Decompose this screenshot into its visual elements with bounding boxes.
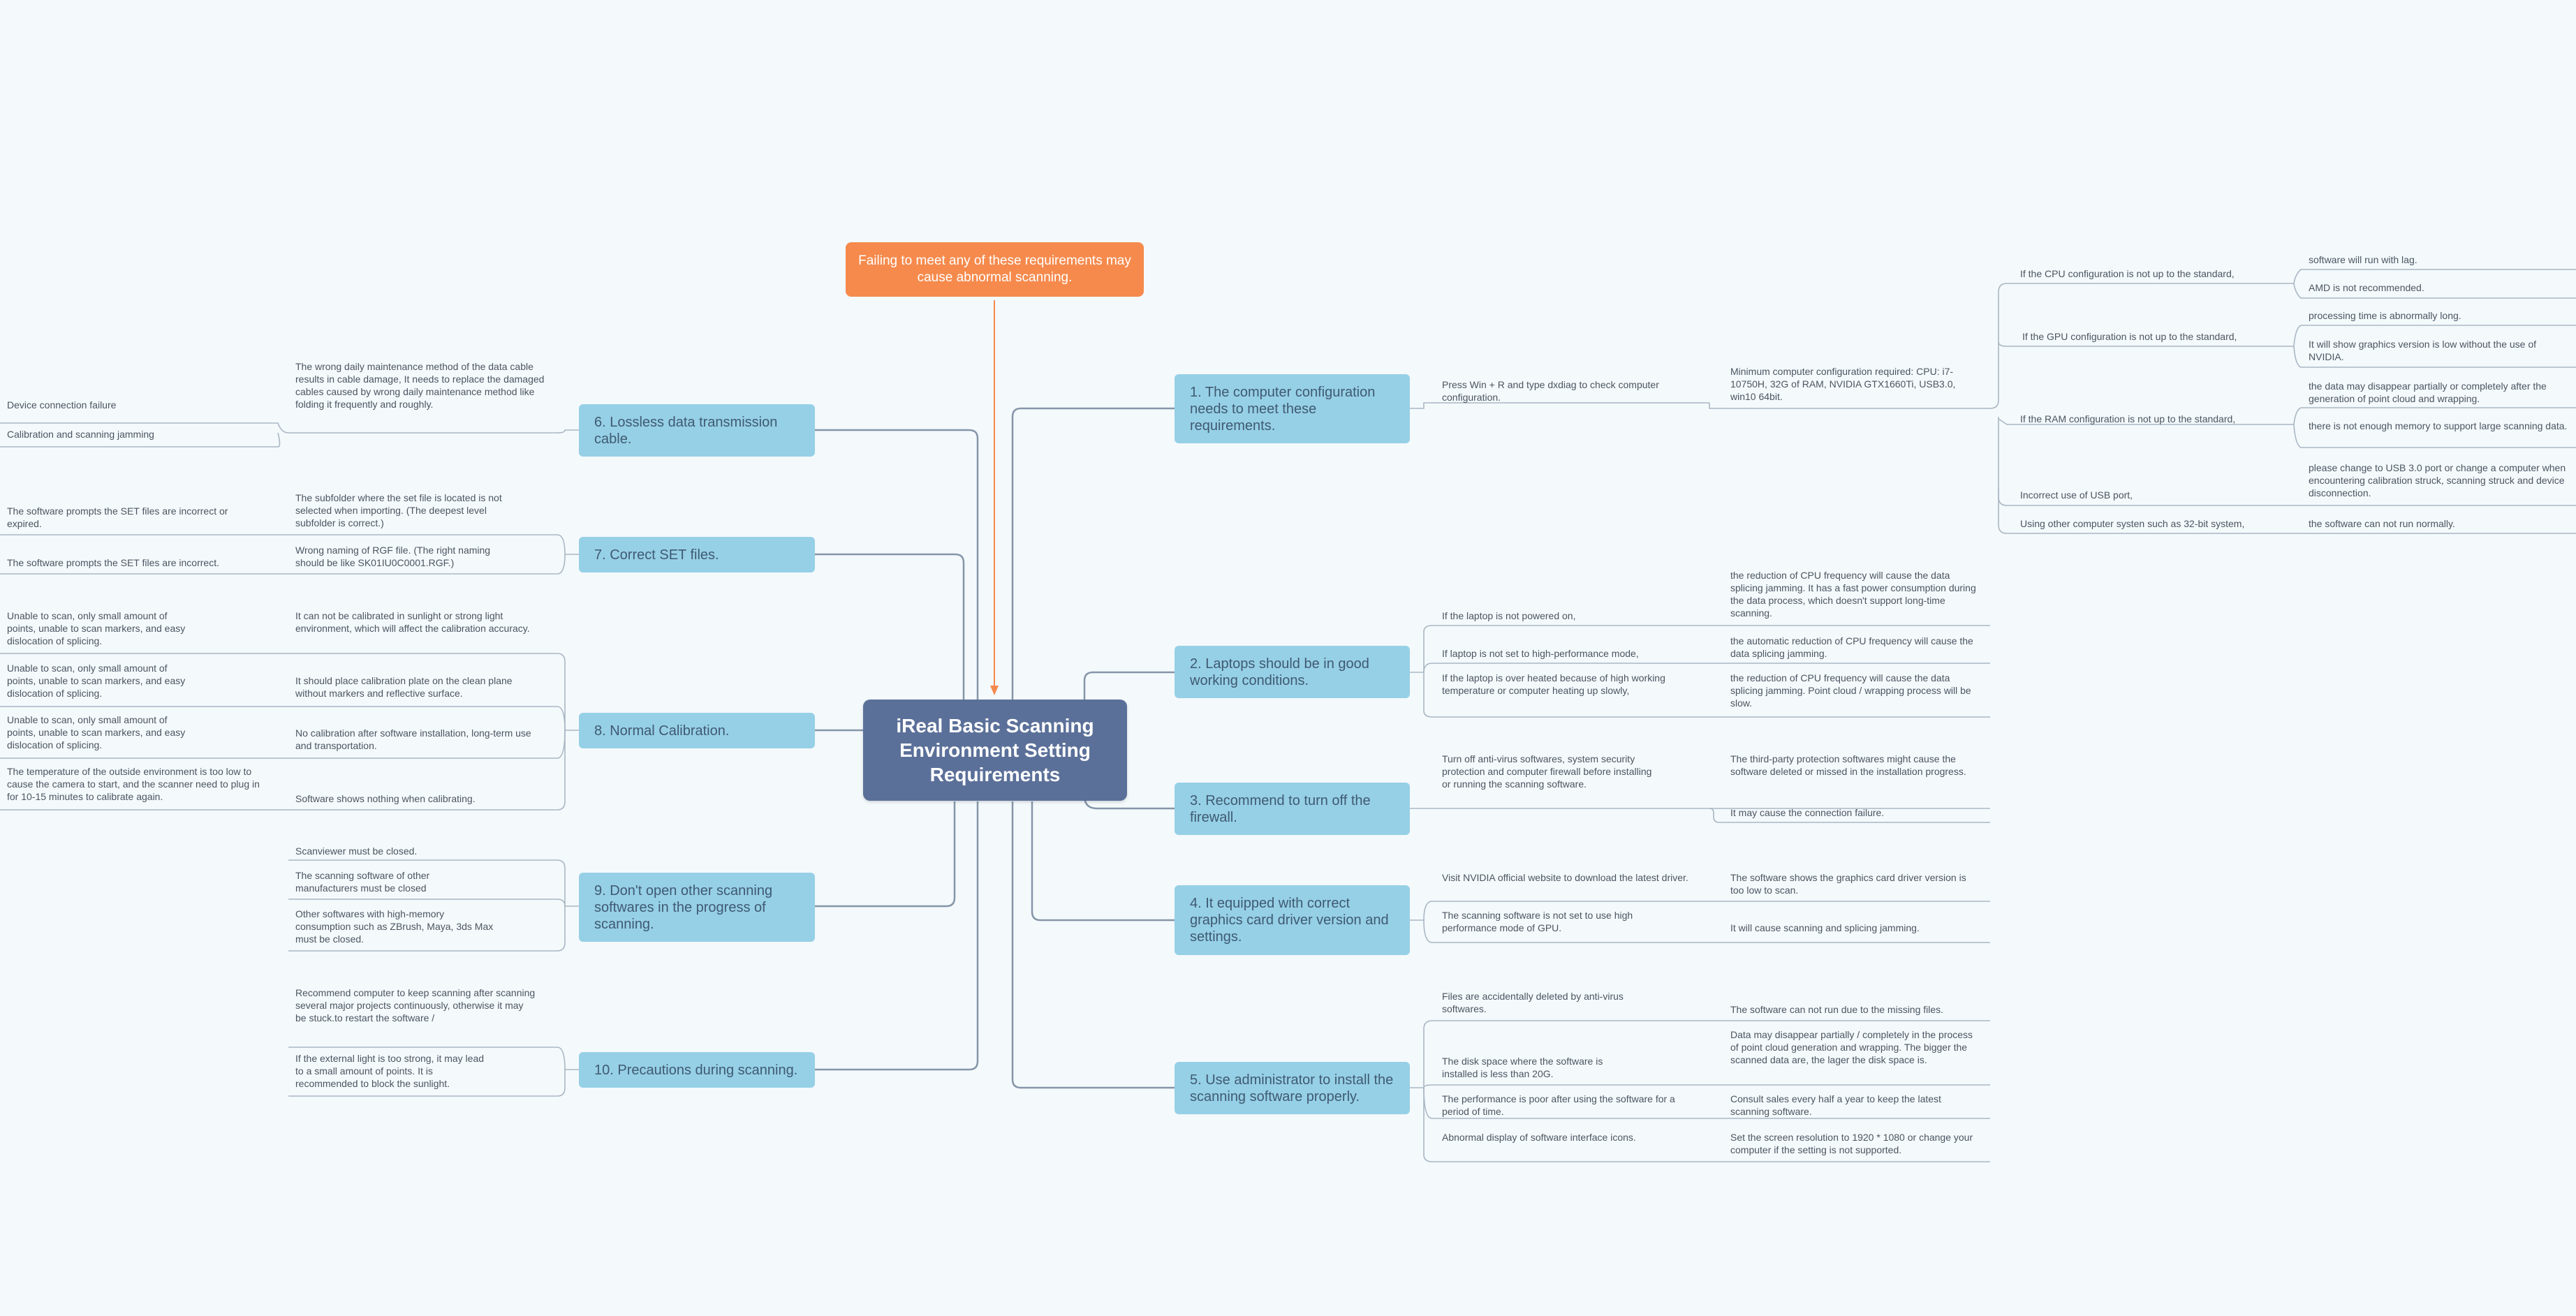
b1-ram-condition[interactable]: If the RAM configuration is not up to th… [2020, 413, 2236, 424]
b1-check-step[interactable]: Press Win + R and type dxdiag to check c… [1442, 379, 1659, 403]
b3-result-connection[interactable]: It may cause the connection failure. [1730, 807, 1885, 818]
b7-rgf-naming-result[interactable]: The software prompts the SET files are i… [7, 557, 219, 568]
b2-not-powered-result[interactable]: the reduction of CPU frequency will caus… [1730, 570, 1976, 619]
b1-usb-condition[interactable]: Incorrect use of USB port, [2020, 489, 2133, 501]
b5-poor-performance[interactable]: The performance is poor after using the … [1442, 1093, 1675, 1117]
central-topic[interactable]: iReal Basic Scanning Environment Setting… [863, 700, 1127, 801]
warning-note[interactable]: Failing to meet any of these requirement… [846, 242, 1144, 297]
branch-data-cable[interactable]: 6. Lossless data transmission cable. [579, 404, 815, 457]
b2-not-high-performance[interactable]: If laptop is not set to high-performance… [1442, 648, 1639, 659]
branch-firewall[interactable]: 3. Recommend to turn off the firewall. [1175, 783, 1410, 835]
b8-shows-nothing-result[interactable]: The temperature of the outside environme… [7, 766, 260, 802]
b7-subfolder[interactable]: The subfolder where the set file is loca… [295, 492, 502, 528]
b3-turn-off-antivirus[interactable]: Turn off anti-virus softwares, system se… [1442, 753, 1652, 790]
b5-files-deleted-result[interactable]: The software can not run due to the miss… [1730, 1004, 1944, 1015]
b1-gpu-result-nvidia[interactable]: It will show graphics version is low wit… [2309, 339, 2537, 362]
b5-disk-space[interactable]: The disk space where the software is ins… [1442, 1056, 1603, 1079]
b1-cpu-result-amd[interactable]: AMD is not recommended. [2309, 282, 2424, 293]
b8-sunlight[interactable]: It can not be calibrated in sunlight or … [295, 610, 530, 634]
b10-strong-light[interactable]: If the external light is too strong, it … [295, 1053, 485, 1089]
b3-result-deleted[interactable]: The third-party protection softwares mig… [1730, 753, 1966, 777]
b6-result-connection[interactable]: Device connection failure [7, 399, 117, 411]
b10-restart-software[interactable]: Recommend computer to keep scanning afte… [295, 987, 536, 1023]
b2-not-powered[interactable]: If the laptop is not powered on, [1442, 610, 1576, 621]
b4-gpu-mode[interactable]: The scanning software is not set to use … [1442, 910, 1633, 933]
b2-overheated-result[interactable]: the reduction of CPU frequency will caus… [1730, 672, 1971, 709]
b1-ram-result-data[interactable]: the data may disappear partially or comp… [2309, 380, 2547, 404]
branch-calibration[interactable]: 8. Normal Calibration. [579, 713, 815, 748]
b9-close-scanviewer[interactable]: Scanviewer must be closed. [295, 845, 418, 857]
b4-download-driver[interactable]: Visit NVIDIA official website to downloa… [1442, 872, 1688, 883]
b8-no-calibration[interactable]: No calibration after software installati… [295, 727, 531, 751]
branch-laptop-conditions[interactable]: 2. Laptops should be in good working con… [1175, 646, 1410, 698]
b4-driver-result[interactable]: The software shows the graphics card dri… [1730, 872, 1966, 896]
b2-overheated[interactable]: If the laptop is over heated because of … [1442, 672, 1665, 696]
b9-close-high-memory[interactable]: Other softwares with high-memory consump… [295, 908, 494, 945]
b7-rgf-naming[interactable]: Wrong naming of RGF file. (The right nam… [295, 545, 491, 568]
branch-other-softwares[interactable]: 9. Don't open other scanning softwares i… [579, 873, 815, 942]
b8-shows-nothing[interactable]: Software shows nothing when calibrating. [295, 793, 476, 804]
b6-result-jamming[interactable]: Calibration and scanning jamming [7, 429, 154, 440]
b5-disk-space-result[interactable]: Data may disappear partially / completel… [1730, 1029, 1973, 1065]
b8-no-calibration-result[interactable]: Unable to scan, only small amount of poi… [7, 714, 186, 751]
branch-administrator-install[interactable]: 5. Use administrator to install the scan… [1175, 1062, 1410, 1114]
b1-gpu-result-time[interactable]: processing time is abnormally long. [2309, 310, 2461, 321]
b9-close-other-scanners[interactable]: The scanning software of other manufactu… [295, 870, 430, 894]
b7-subfolder-result[interactable]: The software prompts the SET files are i… [7, 505, 228, 529]
branch-graphics-driver[interactable]: 4. It equipped with correct graphics car… [1175, 885, 1410, 955]
b1-system-result[interactable]: the software can not run normally. [2309, 518, 2455, 529]
b1-min-config[interactable]: Minimum computer configuration required:… [1730, 366, 1956, 402]
b1-system-condition[interactable]: Using other computer systen such as 32-b… [2020, 518, 2245, 529]
b5-poor-performance-result[interactable]: Consult sales every half a year to keep … [1730, 1093, 1941, 1117]
b1-ram-result-memory[interactable]: there is not enough memory to support la… [2309, 420, 2568, 431]
b6-cable-damage[interactable]: The wrong daily maintenance method of th… [295, 361, 545, 410]
b8-calibration-plate[interactable]: It should place calibration plate on the… [295, 675, 513, 699]
b1-gpu-condition[interactable]: If the GPU configuration is not up to th… [2022, 331, 2237, 342]
b5-abnormal-icons-result[interactable]: Set the screen resolution to 1920 * 1080… [1730, 1132, 1973, 1155]
b1-cpu-result-lag[interactable]: software will run with lag. [2309, 254, 2417, 265]
b2-not-high-performance-result[interactable]: the automatic reduction of CPU frequency… [1730, 635, 1973, 659]
b1-usb-result[interactable]: please change to USB 3.0 port or change … [2309, 462, 2566, 498]
branch-set-files[interactable]: 7. Correct SET files. [579, 537, 815, 572]
b8-sunlight-result[interactable]: Unable to scan, only small amount of poi… [7, 610, 186, 646]
b4-gpu-mode-result[interactable]: It will cause scanning and splicing jamm… [1730, 922, 1920, 933]
branch-precautions[interactable]: 10. Precautions during scanning. [579, 1052, 815, 1088]
b1-cpu-condition[interactable]: If the CPU configuration is not up to th… [2020, 268, 2235, 279]
b8-calibration-plate-result[interactable]: Unable to scan, only small amount of poi… [7, 663, 186, 699]
b5-abnormal-icons[interactable]: Abnormal display of software interface i… [1442, 1132, 1636, 1143]
b5-files-deleted[interactable]: Files are accidentally deleted by anti-v… [1442, 991, 1624, 1014]
branch-computer-configuration[interactable]: 1. The computer configuration needs to m… [1175, 374, 1410, 443]
